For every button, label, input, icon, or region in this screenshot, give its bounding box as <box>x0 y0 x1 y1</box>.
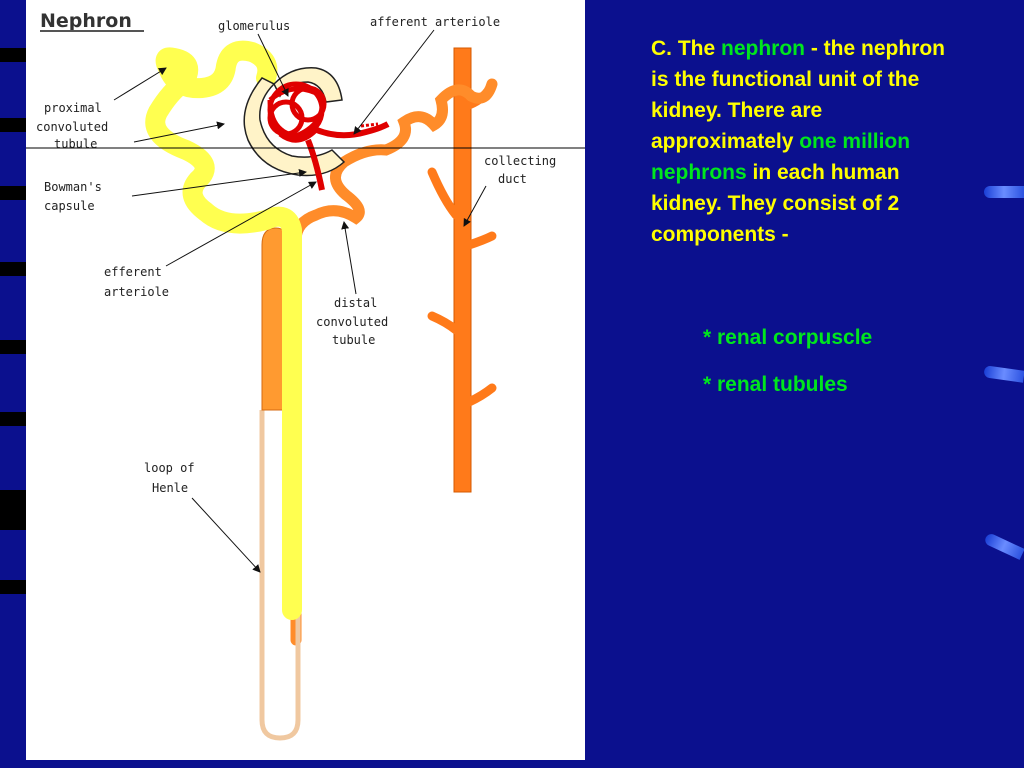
bowmans-capsule-shape <box>243 77 346 177</box>
deco-stripe <box>0 48 26 62</box>
pointer-arrows <box>113 29 487 573</box>
nephron-diagram: Nephron <box>26 0 585 760</box>
left-decoration <box>0 0 26 768</box>
nephron-drawing: Nephron <box>26 10 585 741</box>
label-loop-2: Henle <box>152 481 188 495</box>
right-decoration <box>983 532 1024 560</box>
bullet-renal-tubules: * renal tubules <box>703 373 848 396</box>
text-part: C. The <box>651 37 722 60</box>
deco-stripe <box>0 412 26 426</box>
diagram-title: Nephron <box>40 10 132 32</box>
label-proximal-2: convoluted <box>36 120 108 134</box>
label-bowmans-2: capsule <box>44 199 95 213</box>
label-afferent-arteriole: afferent arteriole <box>370 15 500 29</box>
label-loop-1: loop of <box>144 461 195 475</box>
label-proximal-3: tubule <box>54 137 97 151</box>
label-proximal-1: proximal <box>44 101 102 115</box>
label-distal-1: distal <box>334 296 377 310</box>
description-paragraph: C. The nephron - the nephron is the func… <box>651 33 961 250</box>
label-distal-3: tubule <box>332 333 375 347</box>
right-decoration <box>984 186 1024 198</box>
deco-stripe <box>0 340 26 354</box>
label-glomerulus: glomerulus <box>218 19 290 33</box>
label-distal-2: convoluted <box>316 315 388 329</box>
text-highlight-count: one million nephrons <box>651 130 911 184</box>
right-decoration <box>983 365 1024 383</box>
text-part: in each human kidney. They consist of 2 … <box>651 161 900 246</box>
distal-tubule-shape <box>290 78 498 646</box>
text-highlight-nephron: nephron <box>721 37 806 60</box>
deco-stripe <box>0 490 26 530</box>
label-bowmans-1: Bowman's <box>44 180 102 194</box>
bullet-renal-corpuscle: * renal corpuscle <box>703 326 873 349</box>
deco-stripe <box>0 580 26 594</box>
afferent-dots <box>360 122 379 128</box>
loop-of-henle-shape <box>259 410 301 741</box>
deco-stripe <box>0 118 26 132</box>
label-efferent-1: efferent <box>104 265 162 279</box>
label-collecting-1: collecting <box>484 154 556 168</box>
text-part: - the nephron is the functional unit of … <box>651 37 946 153</box>
deco-stripe <box>0 262 26 276</box>
glomerulus-shape <box>267 81 390 191</box>
proximal-tubule-shape <box>145 40 302 620</box>
label-efferent-2: arteriole <box>104 285 169 299</box>
label-collecting-2: duct <box>498 172 527 186</box>
deco-stripe <box>0 186 26 200</box>
